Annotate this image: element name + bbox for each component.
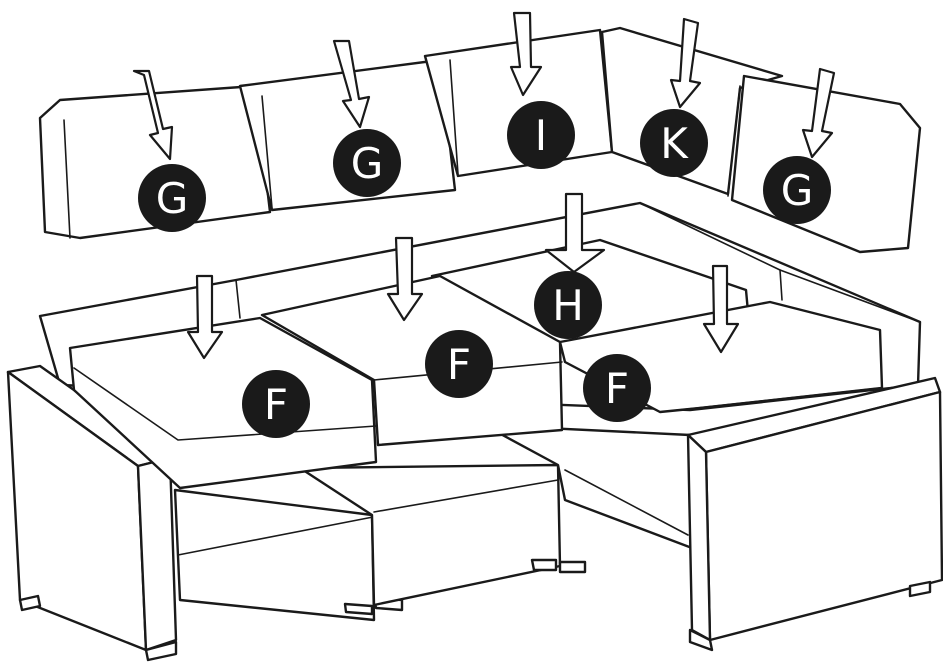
base-left [175, 490, 374, 620]
badge-back-left: G [138, 164, 206, 232]
badge-label: F [605, 364, 629, 413]
badge-seat-left: F [242, 370, 310, 438]
badge-seat-corner: H [534, 271, 602, 339]
badge-label: F [447, 340, 471, 389]
badge-label: H [552, 281, 584, 330]
badge-label: G [351, 139, 384, 188]
badge-seat-right: F [583, 354, 651, 422]
badge-seat-mid: F [425, 330, 493, 398]
badge-back-mid: G [333, 129, 401, 197]
badge-back-corner: I [507, 101, 575, 169]
badge-label: F [264, 380, 288, 429]
badge-label: I [535, 111, 547, 160]
badge-back-right: G [763, 156, 831, 224]
badge-back-k: K [640, 109, 708, 177]
badge-label: K [660, 119, 689, 168]
badge-label: G [781, 166, 814, 215]
badge-label: G [156, 174, 189, 223]
